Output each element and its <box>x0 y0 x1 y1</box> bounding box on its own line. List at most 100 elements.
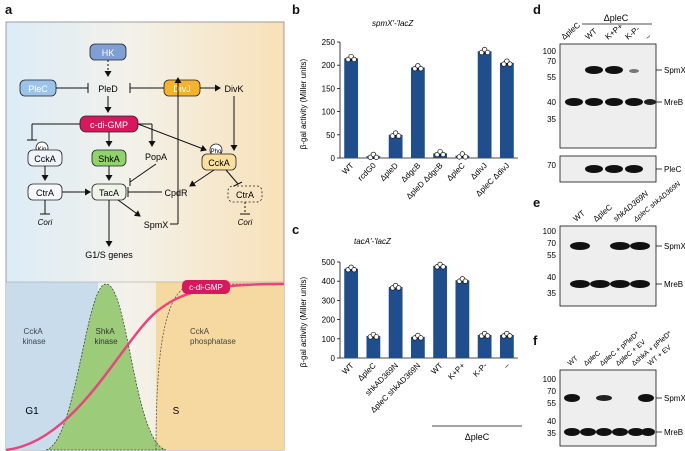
chartB-xtick-label: WT <box>340 161 355 176</box>
chartC-xtick-label: WT <box>340 361 355 376</box>
chartC-bar <box>410 336 425 358</box>
panel-label-e: e <box>533 195 541 210</box>
panel-label-f: f <box>533 333 538 348</box>
blot-e-bands <box>570 242 650 288</box>
chartB-point <box>395 133 402 139</box>
blot-d-marker-40: 40 <box>547 98 556 107</box>
chart-c-group-label: ΔpleC <box>465 432 490 442</box>
divk-label: DivK <box>224 84 243 94</box>
blot-e: WT ΔpleC shkAD369N ΔpleC shkAD369N 100 7… <box>543 180 685 307</box>
chart-c-ylabel: β-gal activity (Miller units) <box>299 276 308 367</box>
divj-label: DivJ <box>173 84 191 94</box>
chart-b-title: spmX'-'lacZ <box>372 19 414 28</box>
chartB-xtick-label: ΔpleC <box>445 161 467 183</box>
cdigmp-node-label: c-di-GMP <box>90 120 128 130</box>
chartC-point <box>418 335 424 341</box>
chartB-ytick-label: 200 <box>322 61 336 70</box>
chartC-point <box>462 278 469 284</box>
panel-label-d: d <box>533 2 541 17</box>
chartC-point <box>440 264 446 270</box>
panel-label-b: b <box>292 2 300 17</box>
blot-d-lane-1: ΔpleC <box>560 20 583 41</box>
chartB-bar <box>499 62 514 158</box>
blot-f-mreb-label: MreB <box>664 428 683 437</box>
chartC-bar <box>388 286 403 358</box>
cori-right-label: Cori <box>238 218 253 227</box>
chartB-ytick-label: 150 <box>322 84 336 93</box>
chartC-xtick-label: K+P+ <box>446 361 467 382</box>
blot-d: ΔpleC ΔpleC WT K+P+ K-P- – 100 70 55 40 … <box>543 13 685 183</box>
blot-d-lane-2: WT <box>584 27 599 42</box>
blot-f-marker-70: 70 <box>547 387 556 396</box>
ccka-right-node <box>201 153 237 171</box>
popa-label: PopA <box>145 152 167 162</box>
cdigmp-timeline-label: c-di-GMP <box>189 283 223 292</box>
panel-label-c: c <box>292 222 300 237</box>
chartB-point <box>418 66 424 72</box>
blot-e-lane-1: WT <box>572 209 587 224</box>
pho-label: Pho <box>211 149 222 155</box>
chartB-ytick-label: 50 <box>326 131 335 140</box>
cori-left-label: Cori <box>38 218 53 227</box>
chartC-xtick-label: – <box>502 361 512 371</box>
chartB-bar <box>388 134 403 158</box>
blot-f: WT ΔpleC ΔpleC + pPleD* ΔpleC + EV ΔshkA… <box>543 330 685 447</box>
chartB-bar <box>410 67 425 158</box>
taca-label: TacA <box>99 188 119 198</box>
blot-f-marker-55: 55 <box>547 399 556 408</box>
chartC-bar <box>455 280 470 358</box>
chartB-point <box>351 56 357 63</box>
blot-d-plec-bands <box>585 165 643 173</box>
chartB-xtick-label: ΔdivJ <box>469 161 489 181</box>
blot-e-lane-2: ΔpleC <box>592 202 615 223</box>
plec-label: PleC <box>28 84 48 94</box>
chartC-point <box>484 333 491 339</box>
chartC-xtick-label: WT <box>429 361 444 376</box>
blot-e-marker-35: 35 <box>547 289 556 298</box>
chartC-ytick-label: 200 <box>322 316 336 325</box>
chartB-ytick-label: 100 <box>322 108 336 117</box>
blot-d-marker-70: 70 <box>547 57 556 66</box>
panel-label-a: a <box>5 2 13 17</box>
chartC-ytick-label: 0 <box>331 354 336 363</box>
chartC-point <box>395 285 402 291</box>
blot-d-group-label: ΔpleC <box>604 13 629 23</box>
blot-f-marker-40: 40 <box>547 417 556 426</box>
spmx-label: SpmX <box>144 220 169 230</box>
blot-f-bands <box>564 394 655 436</box>
blot-d-membrane-top <box>559 43 657 149</box>
blot-f-lane-1: WT <box>567 355 580 368</box>
chartC-bar <box>344 268 359 358</box>
chartC-bar <box>477 334 492 358</box>
blot-d-plec-label: PleC <box>664 165 682 174</box>
blot-e-marker-40: 40 <box>547 273 556 282</box>
blot-e-marker-55: 55 <box>547 251 556 260</box>
chartB-bar <box>477 51 492 158</box>
chart-c: tacA'-'lacZ β-gal activity (Miller units… <box>299 237 522 442</box>
ccka-kinase-label: CckA kinase <box>22 327 46 346</box>
g1-label: G1 <box>25 406 39 417</box>
chartB-point <box>373 154 380 160</box>
s-label: S <box>173 406 180 417</box>
chartC-point <box>507 333 513 339</box>
cpdr-label: CpdR <box>164 188 188 198</box>
chartC-bar <box>366 335 381 358</box>
blot-f-lane-2: ΔpleC <box>583 350 602 368</box>
ccka-phosphatase-label: CckA phosphatase <box>190 327 236 346</box>
blot-f-marker-100: 100 <box>543 375 557 384</box>
shka-label: ShkA <box>98 154 120 164</box>
blot-d-lane-3: K+P+ <box>604 22 625 42</box>
chartB-xtick-label: ΔpleD <box>378 161 400 183</box>
hk-label: HK <box>102 48 115 58</box>
blot-d-mreb-label: MreB <box>664 98 683 107</box>
blot-f-spmx-label: SpmX <box>664 394 685 403</box>
blot-e-spmx-label: SpmX <box>664 242 685 251</box>
blot-d-spmx-label: SpmX <box>664 66 685 75</box>
ccka-left-label: CckA <box>34 154 56 164</box>
chartC-ytick-label: 400 <box>322 277 336 286</box>
ccka-right-label: CckA <box>208 158 230 168</box>
chartC-point <box>373 334 380 340</box>
cdigmp-timeline-tag <box>182 280 230 294</box>
chartB-ytick-label: 0 <box>331 154 336 163</box>
chart-b: spmX'-'lacZ β-gal activity (Miller units… <box>299 19 518 201</box>
